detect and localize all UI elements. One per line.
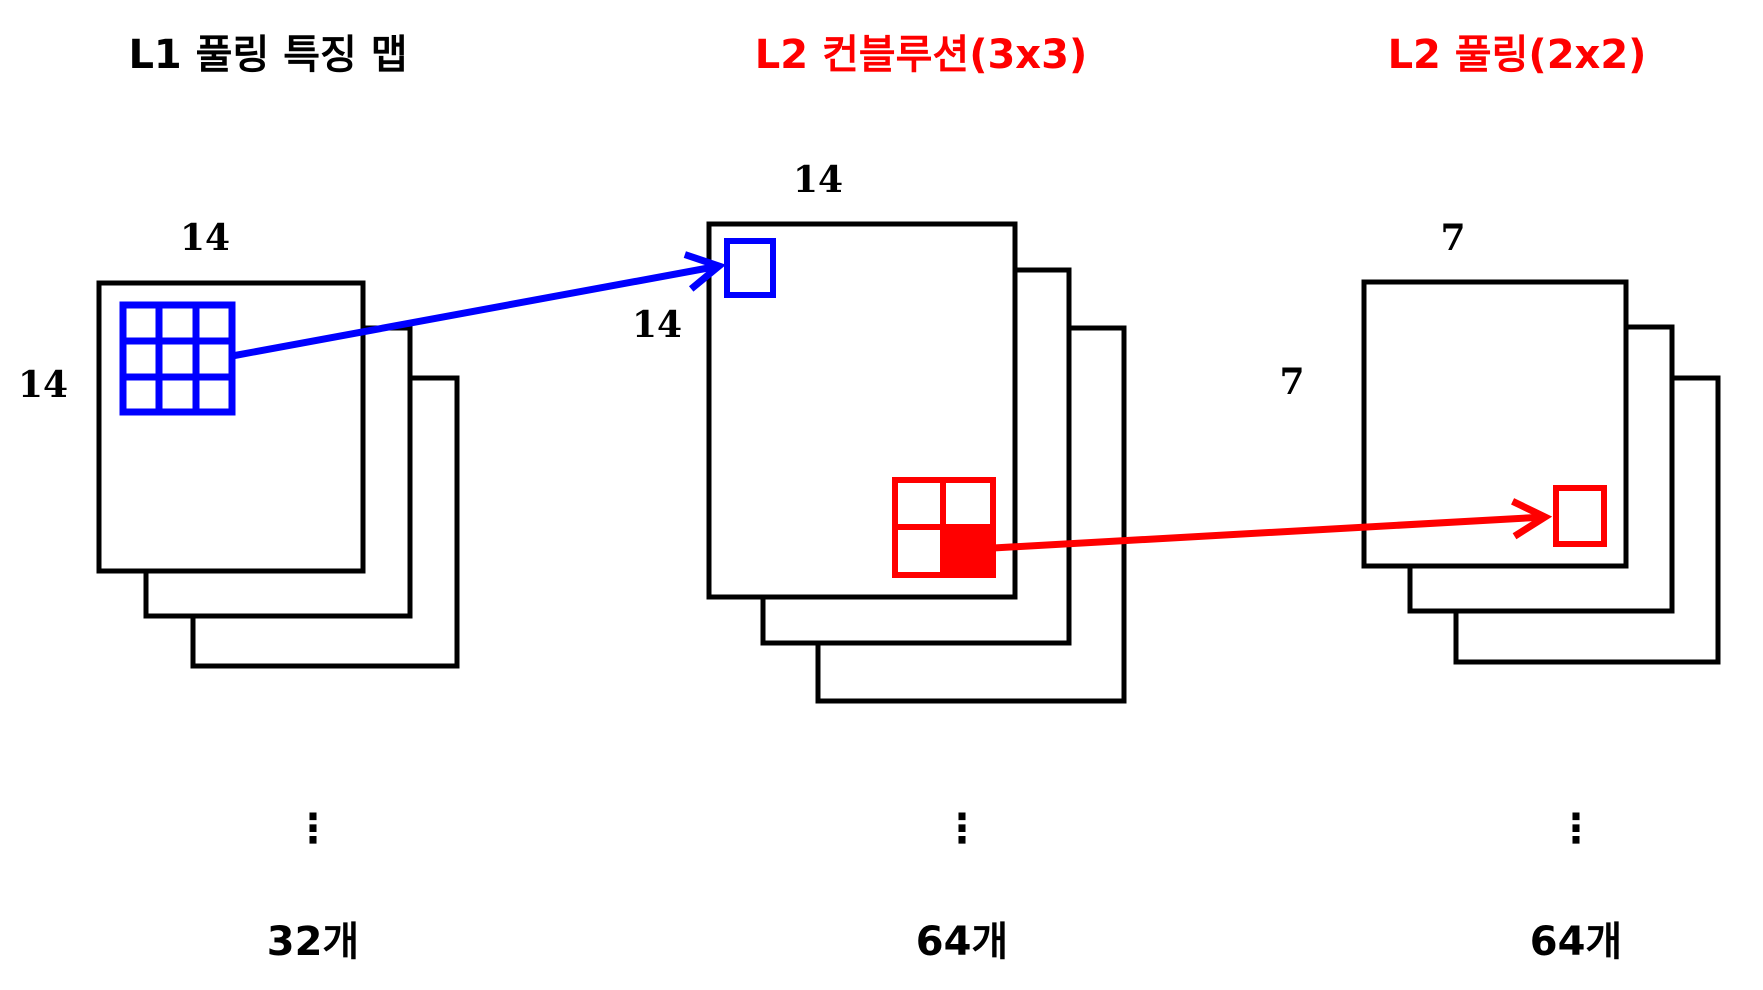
- section-title-l1-pooling: L1 풀링 특징 맵: [128, 32, 407, 78]
- conv-kernel-outline: [119, 301, 236, 416]
- l2-pool-width-label: 7: [1440, 217, 1465, 259]
- l2-pool-map-count: 64개: [1530, 919, 1622, 965]
- l2-conv-map-stack: [706, 221, 1127, 704]
- l2-conv-height-label: 14: [632, 304, 682, 346]
- l2-conv-width-label: 14: [793, 159, 843, 201]
- l2-pool-height-label: 7: [1279, 361, 1304, 403]
- conv-output-cell: [724, 238, 776, 298]
- l1-height-label: 14: [18, 364, 68, 406]
- pool-output-cell: [1553, 485, 1607, 547]
- conv-kernel-3x3: [119, 301, 236, 416]
- section-title-l2-pooling: L2 풀링(2x2): [1388, 32, 1647, 78]
- l1-width-label: 14: [180, 217, 230, 259]
- conv-arrow: [231, 266, 719, 360]
- l2-conv-map-count: 64개: [916, 919, 1008, 965]
- pool-kernel-2x2: [892, 477, 996, 578]
- l2-conv-ellipsis: ⋮: [942, 806, 982, 852]
- pool-max-cell: [943, 527, 993, 575]
- pool-arrow: [992, 517, 1545, 552]
- l2-pool-map-stack: [1361, 279, 1721, 665]
- l1-ellipsis: ⋮: [293, 806, 333, 852]
- section-title-l2-convolution: L2 컨블루션(3x3): [755, 32, 1087, 78]
- l2-pool-ellipsis: ⋮: [1556, 806, 1596, 852]
- l1-map-count: 32개: [267, 919, 359, 965]
